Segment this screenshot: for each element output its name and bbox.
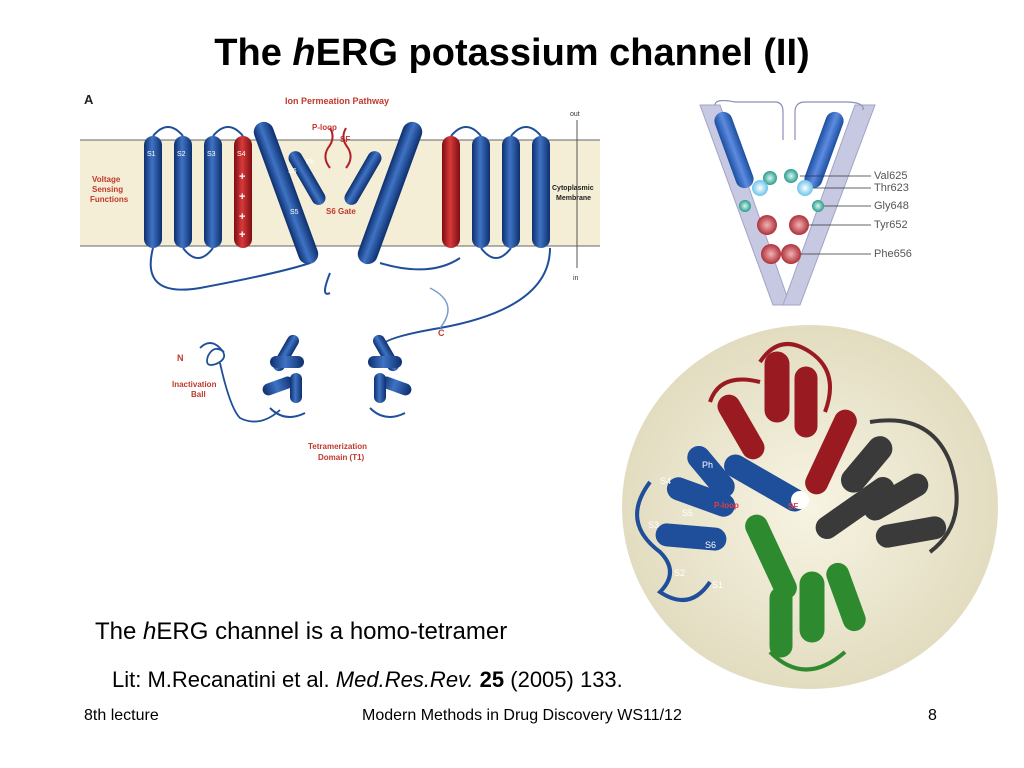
tetramer-caption: The hERG channel is a homo-tetramer bbox=[95, 618, 508, 645]
vsd-loops bbox=[152, 126, 244, 259]
n-terminus-label: N bbox=[177, 353, 184, 363]
selectivity-filter-loops bbox=[324, 127, 352, 169]
cytoplasmic-membrane-label-1: Cytoplasmic bbox=[552, 185, 594, 192]
out-label: out bbox=[570, 111, 580, 118]
ion-permeation-label: Ion Permeation Pathway bbox=[285, 96, 389, 106]
tetramer-label-sf: SF bbox=[788, 502, 798, 511]
s4-plus-1: + bbox=[239, 171, 245, 183]
ph-label: Ph bbox=[306, 159, 315, 166]
cytoplasmic-membrane-label-2: Membrane bbox=[556, 195, 591, 202]
slide-title: The hERG potassium channel (II) bbox=[214, 32, 810, 74]
pore-helix-inner-left bbox=[714, 111, 754, 189]
helix-s3 bbox=[204, 136, 222, 248]
helix-label-s3: S3 bbox=[207, 151, 216, 158]
tetramerization-label-1: Tetramerization bbox=[308, 442, 367, 451]
tetramer-label-p-loop: P-loop bbox=[714, 501, 739, 510]
s4-plus-4: + bbox=[239, 229, 245, 241]
helix-label-s1: S1 bbox=[147, 151, 156, 158]
red-subunit bbox=[708, 342, 857, 495]
green-subunit bbox=[745, 514, 866, 672]
tetramer-label-s6: S6 bbox=[705, 540, 716, 550]
footer-course-title: Modern Methods in Drug Discovery WS11/12 bbox=[362, 707, 682, 724]
footer-lecture-number: 8th lecture bbox=[84, 707, 159, 724]
t1-domain-left bbox=[262, 334, 306, 418]
tetramer-label-s3: S3 bbox=[648, 520, 659, 530]
gray-subunit bbox=[815, 418, 959, 554]
tetramer-label-s1: S1 bbox=[712, 580, 723, 590]
residue-phe656: Phe656 bbox=[874, 248, 912, 260]
p-loop-label: P-loop bbox=[312, 123, 337, 132]
residue-val625: Val625 bbox=[874, 170, 907, 182]
inactivation-ball-label-1: Inactivation bbox=[172, 380, 217, 389]
central-pore bbox=[791, 491, 809, 509]
pore-domain-right bbox=[344, 121, 423, 265]
tetramer-label-s2: S2 bbox=[674, 568, 685, 578]
helix-label-s6: S6 bbox=[288, 168, 297, 175]
helix-right-s2 bbox=[502, 136, 520, 248]
helix-label-s2: S2 bbox=[177, 151, 186, 158]
residue-gly648: Gly648 bbox=[874, 200, 909, 212]
herg-topology-figure: A Ion Permeation Pathway P-loop SF S1 S2… bbox=[80, 92, 600, 462]
c-terminus-linker bbox=[429, 287, 449, 329]
residue-thr623: Thr623 bbox=[874, 182, 909, 194]
helix-right-s1 bbox=[532, 136, 550, 248]
cytoplasmic-linkers bbox=[149, 247, 551, 349]
pore-residues-figure: Val625 Thr623 Gly648 Tyr652 Phe656 bbox=[699, 100, 912, 306]
sf-label: SF bbox=[340, 135, 350, 144]
c-terminus-label: C bbox=[438, 328, 445, 338]
helix-s4 bbox=[234, 136, 252, 248]
literature-reference: Lit: M.Recanatini et al. Med.Res.Rev. 25… bbox=[112, 667, 623, 692]
s4-plus-3: + bbox=[239, 211, 245, 223]
s4-plus-2: + bbox=[239, 191, 245, 203]
panel-letter: A bbox=[84, 92, 94, 107]
inactivation-ball-label-2: Ball bbox=[191, 390, 206, 399]
in-label: in bbox=[573, 275, 579, 282]
pore-helix-right bbox=[782, 104, 876, 306]
tetramer-background-disc bbox=[622, 325, 998, 689]
inactivation-ball-coil bbox=[199, 342, 281, 423]
tetramerization-label-2: Domain (T1) bbox=[318, 453, 365, 462]
footer-slide-number: 8 bbox=[928, 707, 937, 724]
t1-domain-right bbox=[368, 334, 412, 418]
tetramer-label-s4: S4 bbox=[660, 476, 671, 486]
s6-gate-label: S6 Gate bbox=[326, 207, 356, 216]
blue-subunit bbox=[635, 445, 806, 602]
pore-outline-loop bbox=[714, 100, 864, 140]
residue-tyr652: Tyr652 bbox=[874, 219, 908, 231]
helix-s1 bbox=[144, 136, 162, 248]
tetramer-label-s5: S5 bbox=[682, 508, 693, 518]
pore-helix-inner-right bbox=[804, 111, 844, 189]
voltage-sensing-label-2: Sensing bbox=[92, 185, 123, 194]
helix-label-s5: S5 bbox=[290, 209, 299, 216]
vsd-right-loops bbox=[450, 126, 542, 259]
helix-s2 bbox=[174, 136, 192, 248]
tetramer-top-view-figure: Ph S4 S5 S3 S6 S2 S1 P-loop SF bbox=[622, 325, 998, 689]
pore-domain-left: Ph S6 S5 bbox=[253, 121, 326, 265]
tetramer-label-ph: Ph bbox=[702, 460, 713, 470]
helix-right-s3 bbox=[472, 136, 490, 248]
voltage-sensing-label-3: Functions bbox=[90, 195, 129, 204]
voltage-sensing-label-1: Voltage bbox=[92, 175, 121, 184]
helix-label-s4: S4 bbox=[237, 151, 246, 158]
helix-right-s4 bbox=[442, 136, 460, 248]
